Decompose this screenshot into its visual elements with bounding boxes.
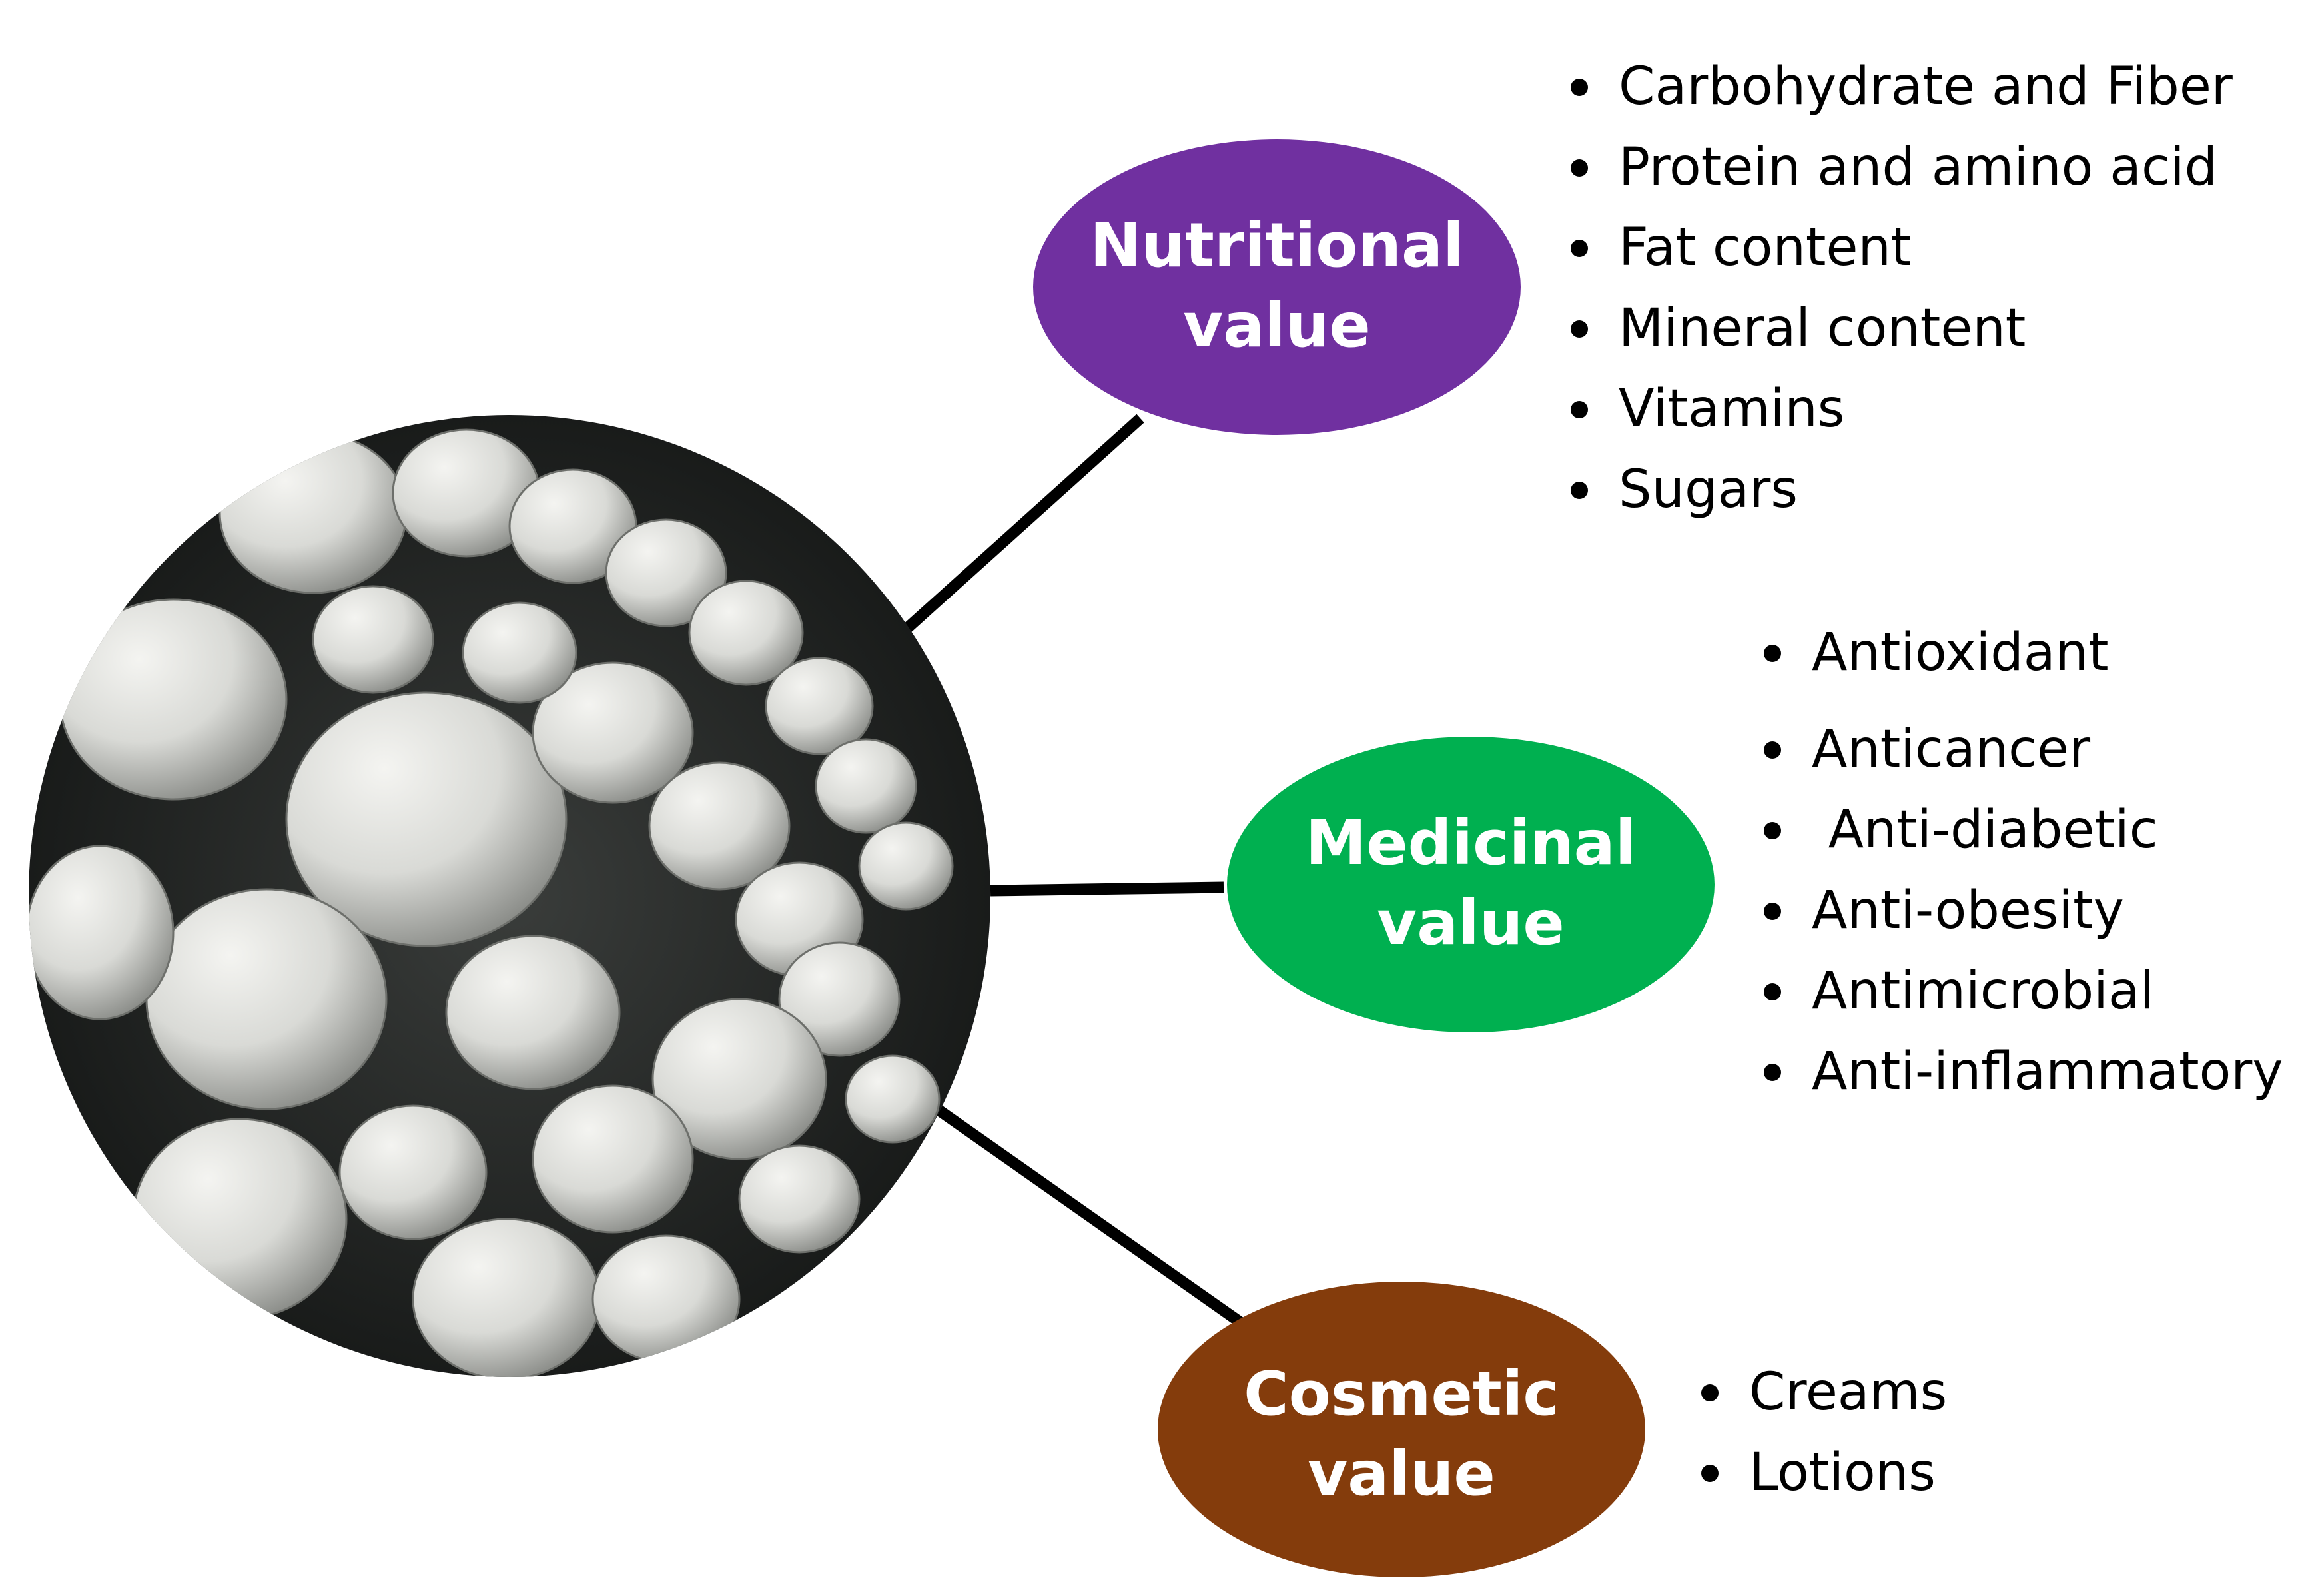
- medicinal-items-list: Antioxidant Anticancer Anti-diabetic Ant…: [1764, 613, 2283, 1112]
- mushroom-cap: [532, 1084, 694, 1234]
- list-item: Fat content: [1571, 208, 2233, 288]
- mushroom-cap: [651, 998, 827, 1160]
- mushroom-cap: [412, 1218, 601, 1377]
- nutritional-label-line2: value: [1183, 290, 1370, 361]
- list-item: Antioxidant: [1764, 613, 2283, 693]
- connector-medicinal: [990, 881, 1224, 897]
- mushroom-cap: [778, 941, 901, 1057]
- list-item: Creams: [1701, 1352, 1947, 1433]
- mushroom-cap: [591, 1234, 741, 1364]
- mushroom-cap: [815, 738, 917, 834]
- mushroom-cap: [29, 845, 175, 1020]
- nutritional-ellipse: [1033, 139, 1521, 435]
- mushroom-cap: [132, 1118, 348, 1320]
- mushroom-cap: [145, 888, 388, 1110]
- list-item: Lotions: [1701, 1433, 1947, 1513]
- cosmetic-label-line1: Cosmetic: [1244, 1358, 1559, 1429]
- list-item: Mineral content: [1571, 288, 2233, 369]
- mushroom-cap: [59, 598, 288, 801]
- mushroom-cap: [462, 601, 577, 704]
- mushroom-cap: [445, 935, 621, 1090]
- mushroom-cap: [765, 657, 874, 755]
- mushroom-cap: [338, 1104, 488, 1240]
- connectors: [902, 414, 1244, 1327]
- mushroom-cap: [648, 761, 791, 891]
- list-item: Anti-inflammatory: [1764, 1032, 2283, 1112]
- cosmetic-label-line2: value: [1308, 1438, 1495, 1509]
- medicinal-label-line1: Medicinal: [1306, 807, 1637, 879]
- mushroom-photo: [29, 415, 990, 1377]
- nutritional-items-list: Carbohydrate and Fiber Protein and amino…: [1571, 47, 2233, 530]
- mushroom-cap: [285, 691, 568, 947]
- list-item: Anti-obesity: [1764, 871, 2283, 951]
- cosmetic-ellipse: [1158, 1282, 1645, 1577]
- cosmetic-node: Cosmetic value: [1158, 1282, 1645, 1577]
- list-item: Antimicrobial: [1764, 951, 2283, 1032]
- mushroom-cap: [688, 580, 804, 686]
- mushroom-cap: [845, 1054, 941, 1144]
- list-item: Vitamins: [1571, 369, 2233, 450]
- connector-nutritional: [902, 414, 1144, 634]
- mushroom-cap: [738, 1144, 861, 1254]
- medicinal-ellipse: [1227, 737, 1715, 1032]
- mushroom-cap: [605, 518, 727, 627]
- medicinal-label-line2: value: [1377, 887, 1564, 959]
- medicinal-node: Medicinal value: [1227, 737, 1715, 1032]
- list-item: Anti-diabetic: [1764, 790, 2283, 871]
- connector-cosmetic: [936, 1106, 1244, 1327]
- list-item: Protein and amino acid: [1571, 127, 2233, 208]
- mushroom-cap: [312, 585, 434, 694]
- list-item: Sugars: [1571, 450, 2233, 530]
- cosmetic-items-list: Creams Lotions: [1701, 1352, 1947, 1513]
- mushroom-cap: [858, 821, 954, 911]
- nutritional-label-line1: Nutritional: [1090, 210, 1463, 281]
- mushroom-cap: [532, 661, 694, 804]
- mushroom-cap: [218, 432, 408, 594]
- list-item: Carbohydrate and Fiber: [1571, 47, 2233, 127]
- list-item: Anticancer: [1764, 709, 2283, 790]
- nutritional-node: Nutritional value: [1033, 139, 1521, 435]
